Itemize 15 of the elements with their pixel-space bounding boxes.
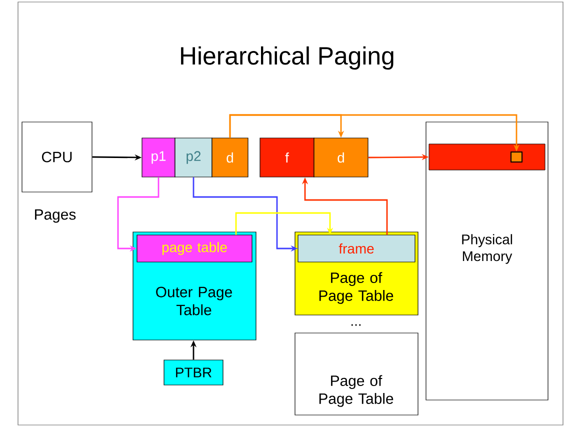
arrow (235, 212, 334, 235)
label-text: Pages (35, 209, 76, 223)
memory-box: Physical Memory (426, 122, 548, 400)
table-entry: frame (298, 234, 416, 262)
title: Hierarchical Paging (181, 46, 394, 70)
table-box: Page of Page Table (294, 332, 418, 416)
register-box: PTBR (164, 360, 224, 386)
frame-bar (428, 144, 546, 170)
address-field: d (212, 138, 248, 178)
address-field: f (260, 138, 314, 178)
address-field: d (314, 138, 368, 178)
address-field: p1 (142, 138, 176, 178)
table-entry: page table (136, 234, 252, 262)
address-field: p2 (174, 138, 212, 178)
cpu-box: CPU (22, 122, 92, 192)
